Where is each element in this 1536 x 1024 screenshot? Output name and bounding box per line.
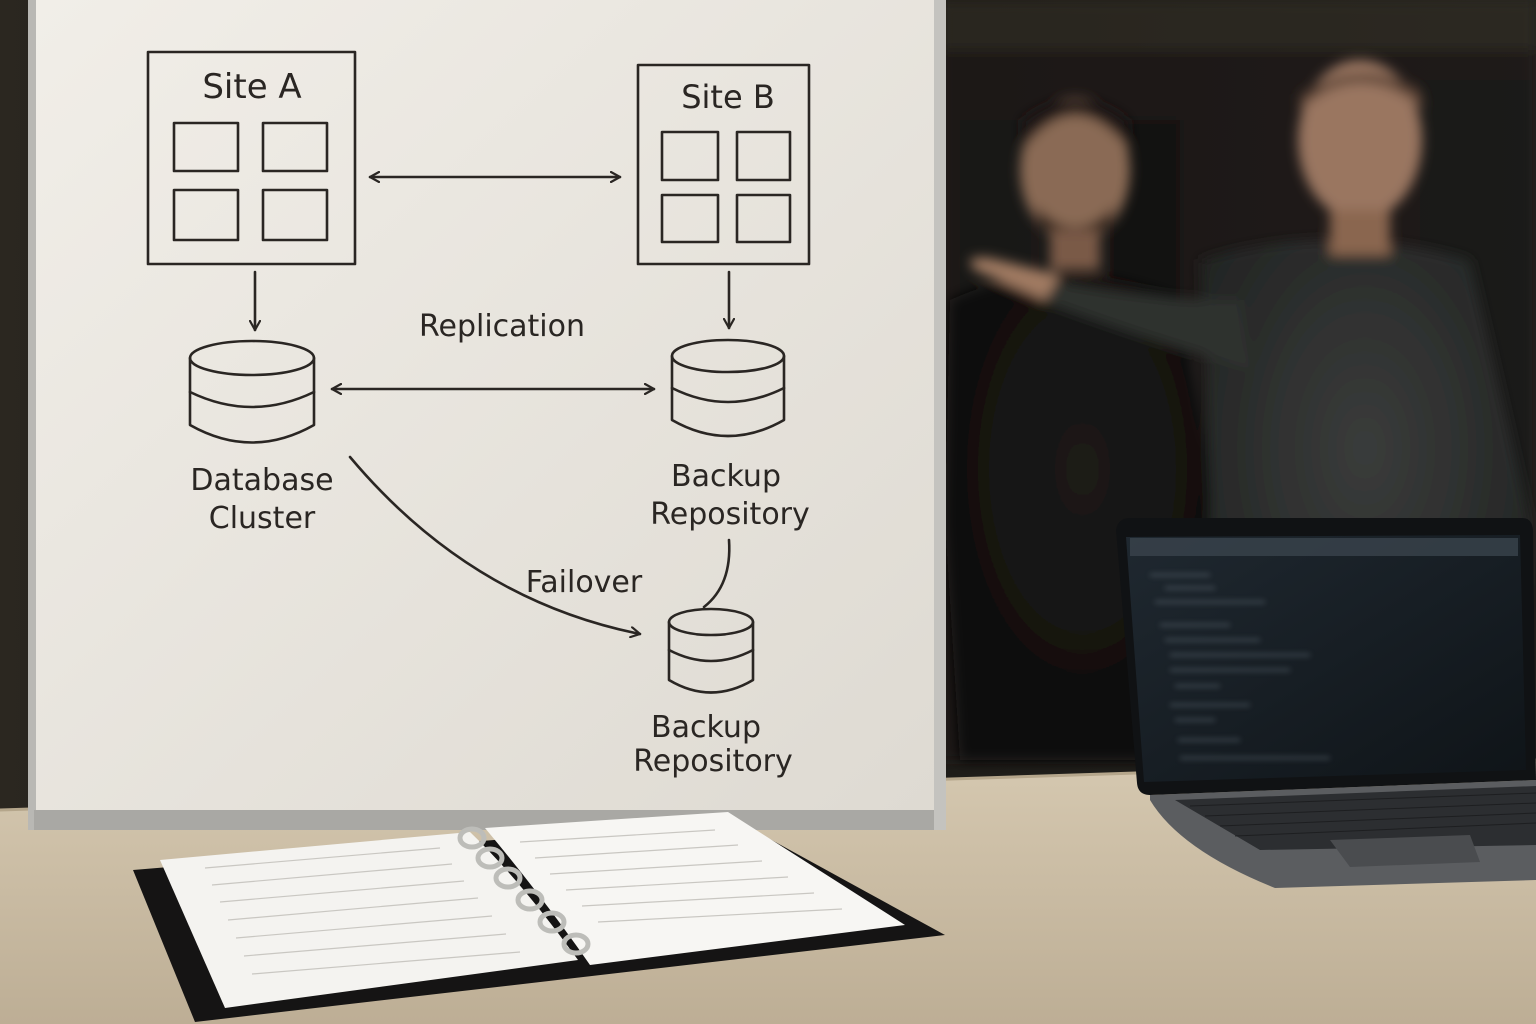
notebook-ruled-lines (204, 829, 843, 975)
site-b-frame (636, 63, 811, 266)
database-icon (670, 338, 786, 438)
terminal-text-lines (1150, 574, 1330, 759)
backup-repository-1-label-line1: Backup (671, 459, 781, 494)
database-cluster-label-line1: Database (190, 463, 333, 498)
failover-arrow-icon (348, 455, 642, 634)
whiteboard (28, 0, 946, 830)
connector-line (702, 538, 731, 609)
backup-repository-2-label-line2: Repository (633, 744, 793, 779)
replication-label: Replication (419, 309, 585, 344)
site-b-block (636, 63, 811, 266)
laptop (1116, 518, 1536, 888)
diagram-labels: Site A Site B Replication Database Clust… (190, 67, 809, 779)
database-cluster-label-line2: Cluster (209, 501, 316, 536)
failover-label: Failover (526, 565, 643, 600)
database-icon (188, 339, 316, 444)
database-icon (667, 607, 755, 694)
notebook-right-page (485, 812, 905, 965)
server-rack-icon (660, 130, 792, 244)
binder-rings (457, 826, 591, 956)
architecture-diagram (146, 50, 811, 694)
laptop-keyboard (1189, 792, 1536, 837)
site-b-label: Site B (681, 78, 775, 116)
notebook-left-page (160, 832, 578, 1008)
site-a-block (146, 50, 357, 266)
site-a-frame (146, 50, 357, 266)
site-a-label: Site A (202, 67, 301, 107)
backup-repository-1-label-line2: Repository (650, 497, 810, 532)
laptop-trackpad (1330, 835, 1480, 867)
binder-notebook (133, 812, 945, 1022)
laptop-screen (1126, 535, 1526, 782)
backup-repository-2-label-line1: Backup (651, 710, 761, 745)
server-rack-icon (172, 121, 329, 242)
